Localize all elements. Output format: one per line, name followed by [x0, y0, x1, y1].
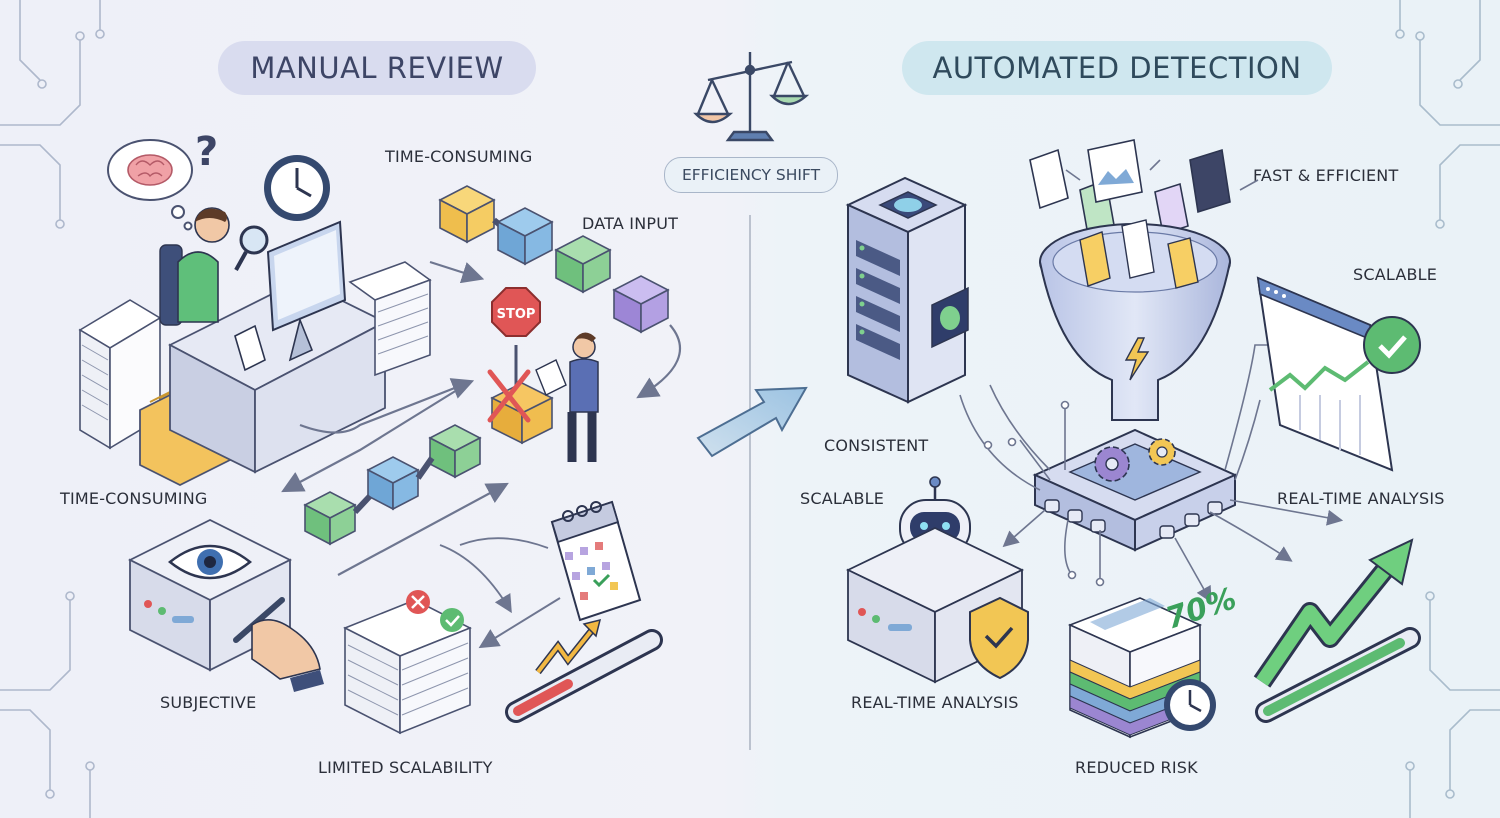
label-real-time-right: REAL-TIME ANALYSIS — [1277, 489, 1445, 508]
chip-brain-icon — [878, 191, 938, 219]
calendar-icon — [550, 500, 642, 622]
clock-icon-small — [1164, 679, 1216, 731]
office-desk — [168, 278, 387, 474]
reviewer-person — [159, 207, 230, 326]
process-cube-green-2 — [428, 424, 482, 479]
automated-detection-title: AUTOMATED DETECTION — [902, 41, 1332, 95]
circuit-decoration-bottom-right — [1405, 591, 1500, 818]
label-time-consuming-left: TIME-CONSUMING — [60, 489, 208, 508]
magnifier-icon — [234, 225, 269, 271]
clock-icon — [264, 155, 330, 221]
process-cube-purple — [612, 275, 670, 334]
hand-pen — [233, 597, 324, 692]
x-badge-icon — [406, 590, 430, 614]
progress-bar-right — [1255, 627, 1421, 723]
connector-lines — [959, 344, 1344, 603]
analytics-dashboard — [1256, 276, 1394, 472]
red-x-icon — [487, 369, 531, 423]
computer-monitor — [266, 220, 347, 362]
process-cube-blue-2 — [366, 456, 420, 511]
shield-icon — [969, 596, 1029, 680]
flow-arrows-left — [281, 260, 682, 576]
stop-sign-text: STOP — [497, 307, 536, 322]
inspector-person — [535, 332, 599, 462]
label-limited-scalability: LIMITED SCALABILITY — [318, 758, 493, 777]
double-arrow — [478, 597, 561, 649]
process-cube-green-3 — [303, 491, 357, 546]
manual-review-title: MANUAL REVIEW — [218, 41, 536, 95]
lightning-icon — [1124, 337, 1150, 381]
progress-bar-left — [505, 629, 663, 723]
connector-dots — [983, 400, 1105, 587]
label-time-consuming-top: TIME-CONSUMING — [385, 147, 533, 166]
label-scalable-left: SCALABLE — [800, 489, 885, 508]
circuit-decoration-top-right — [1395, 0, 1500, 229]
document-stack-bottom — [343, 590, 472, 735]
trend-arrow-large — [1253, 538, 1414, 688]
big-shift-arrow — [696, 386, 808, 458]
percent-label: 70% — [1162, 581, 1241, 636]
funnel — [1039, 219, 1231, 421]
question-icon: ? — [195, 129, 218, 175]
process-cube-blue — [496, 207, 554, 266]
eye-device — [127, 518, 293, 672]
label-consistent: CONSISTENT — [824, 436, 929, 455]
circuit-decoration-bottom-left — [0, 591, 95, 818]
gear-icon-small — [1148, 438, 1176, 466]
desk-document — [234, 324, 266, 372]
scale-icon — [693, 52, 810, 142]
rejected-box — [487, 369, 554, 445]
circuit-decoration-top-left — [0, 0, 105, 229]
label-reduced-risk: REDUCED RISK — [1075, 758, 1198, 777]
label-real-time-bottom: REAL-TIME ANALYSIS — [851, 693, 1019, 712]
checkmark-badge-icon — [1363, 316, 1421, 374]
gear-icon — [1094, 446, 1130, 482]
efficiency-shift-badge: EFFICIENCY SHIFT — [664, 157, 838, 193]
trend-arrow-small — [535, 618, 602, 675]
check-badge-icon — [440, 608, 464, 632]
process-cube-yellow — [438, 185, 496, 244]
stop-sign-icon: STOP — [491, 287, 541, 390]
label-data-input: DATA INPUT — [582, 214, 679, 233]
label-subjective: SUBJECTIVE — [160, 693, 257, 712]
document-stack-desk-right — [348, 261, 432, 377]
document-icons-incoming — [1029, 139, 1259, 237]
thought-bubble — [107, 139, 193, 231]
label-scalable-top: SCALABLE — [1353, 265, 1438, 284]
chip-brain-icon-side — [931, 286, 969, 349]
eye-icon — [167, 544, 253, 580]
process-cube-green — [554, 235, 612, 294]
brain-icon — [127, 154, 173, 186]
label-fast-efficient: FAST & EFFICIENT — [1253, 166, 1399, 185]
